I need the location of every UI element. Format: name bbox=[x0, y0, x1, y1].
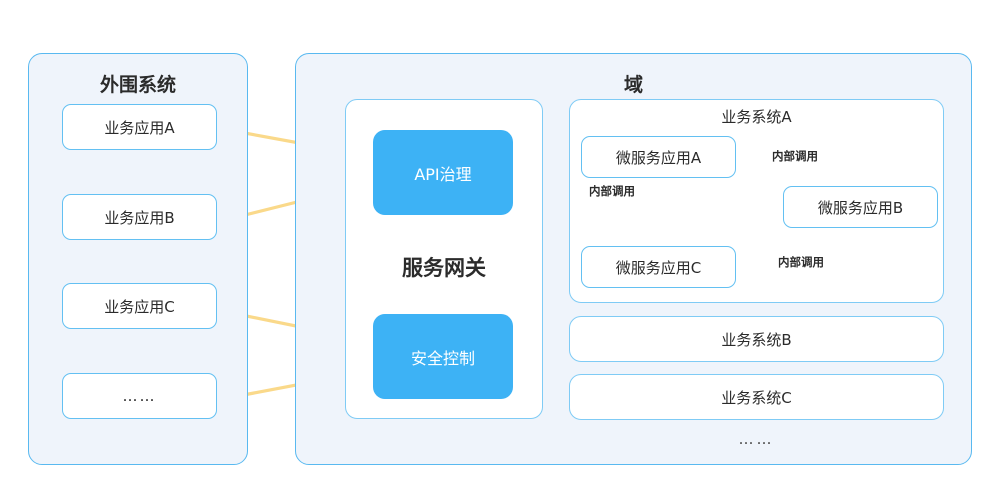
internal-call-label-a-c: 内部调用 bbox=[589, 184, 635, 198]
external-app-b-label: 业务应用B bbox=[104, 208, 175, 227]
external-app-c-label: 业务应用C bbox=[104, 297, 175, 316]
business-system-a-title: 业务系统A bbox=[721, 108, 792, 126]
internal-call-label-c-b: 内部调用 bbox=[778, 255, 824, 269]
external-app-c[interactable]: 业务应用C bbox=[62, 283, 217, 329]
security-control-module[interactable]: 安全控制 bbox=[373, 314, 513, 399]
business-system-b-label: 业务系统B bbox=[721, 330, 792, 349]
microservice-app-b-label: 微服务应用B bbox=[817, 198, 904, 217]
microservice-app-c-label: 微服务应用C bbox=[615, 258, 702, 277]
microservice-app-b[interactable]: 微服务应用B bbox=[783, 186, 938, 228]
external-app-a-label: 业务应用A bbox=[104, 118, 175, 137]
microservice-app-a[interactable]: 微服务应用A bbox=[581, 136, 736, 178]
microservice-app-c[interactable]: 微服务应用C bbox=[581, 246, 736, 288]
business-system-c-label: 业务系统C bbox=[721, 388, 792, 407]
external-app-a[interactable]: 业务应用A bbox=[62, 104, 217, 150]
service-gateway-title: 服务网关 bbox=[402, 256, 486, 280]
business-system-b-group[interactable]: 业务系统B bbox=[569, 316, 944, 362]
security-control-label: 安全控制 bbox=[410, 348, 475, 368]
api-governance-module[interactable]: API治理 bbox=[373, 130, 513, 215]
external-app-more[interactable]: …… bbox=[62, 373, 217, 419]
external-app-b[interactable]: 业务应用B bbox=[62, 194, 217, 240]
external-app-more-label: …… bbox=[122, 387, 157, 405]
api-governance-label: API治理 bbox=[414, 164, 472, 184]
external-systems-title: 外围系统 bbox=[99, 74, 176, 96]
domain-title: 域 bbox=[623, 74, 643, 96]
domain-ellipsis: …… bbox=[738, 430, 775, 448]
business-system-c-group[interactable]: 业务系统C bbox=[569, 374, 944, 420]
internal-call-label-a-b: 内部调用 bbox=[772, 149, 818, 163]
microservice-app-a-label: 微服务应用A bbox=[615, 148, 702, 167]
